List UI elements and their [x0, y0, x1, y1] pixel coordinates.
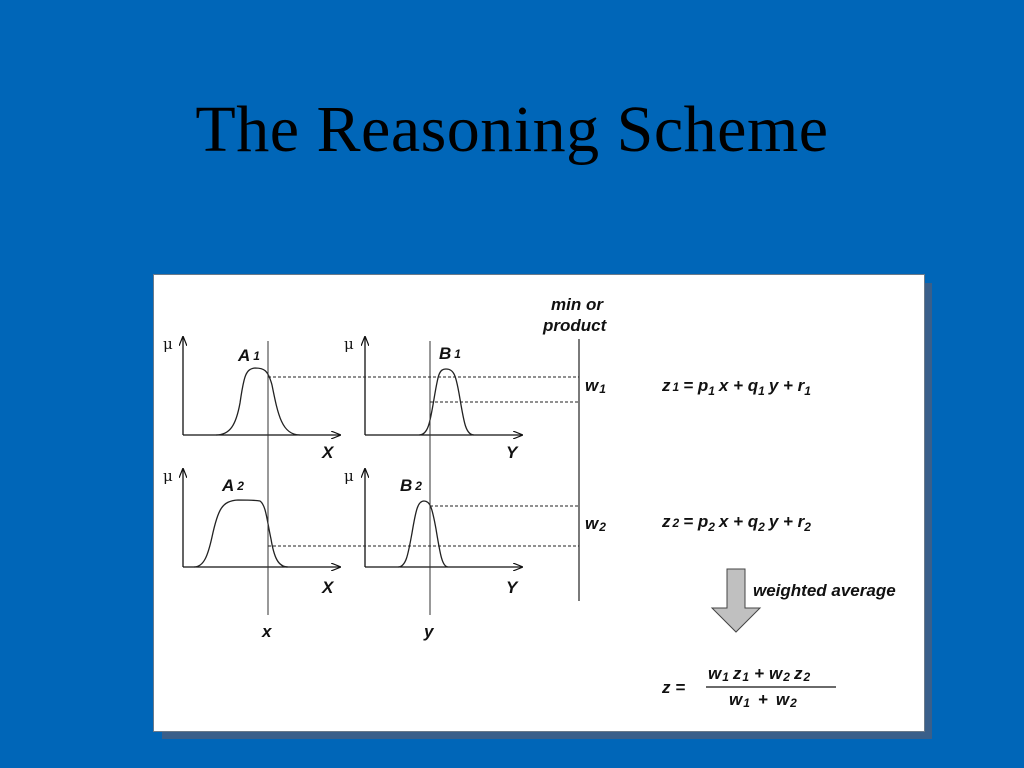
a2-membership-curve: [193, 499, 289, 568]
b1-membership-curve: [418, 368, 475, 436]
b2-membership-curve: [397, 500, 449, 568]
b1-axis-label: Y: [506, 443, 519, 462]
mu-label-b2: μ: [344, 467, 354, 485]
final-lhs: z =: [661, 678, 685, 697]
w1-label: w1: [585, 376, 606, 396]
a1-axis-label: X: [321, 443, 335, 462]
weighted-average-label: weighted average: [753, 581, 896, 600]
final-denominator: w1+w2: [729, 690, 797, 710]
a2-axis-label: X: [321, 578, 335, 597]
b2-axis-label: Y: [506, 578, 519, 597]
a1-membership-curve: [215, 367, 301, 436]
mu-label-b1: μ: [344, 335, 354, 353]
mu-label-a1: μ: [163, 335, 173, 353]
combine-label-line2: product: [542, 316, 608, 335]
slide-title: The Reasoning Scheme: [195, 93, 829, 166]
mu-label-a2: μ: [163, 467, 173, 485]
input-x-label: x: [261, 622, 273, 641]
combine-label-line1: min or: [551, 295, 604, 314]
w2-label: w2: [585, 514, 606, 534]
input-y-label: y: [423, 622, 435, 641]
weighted-average-arrow-icon: [710, 568, 762, 633]
